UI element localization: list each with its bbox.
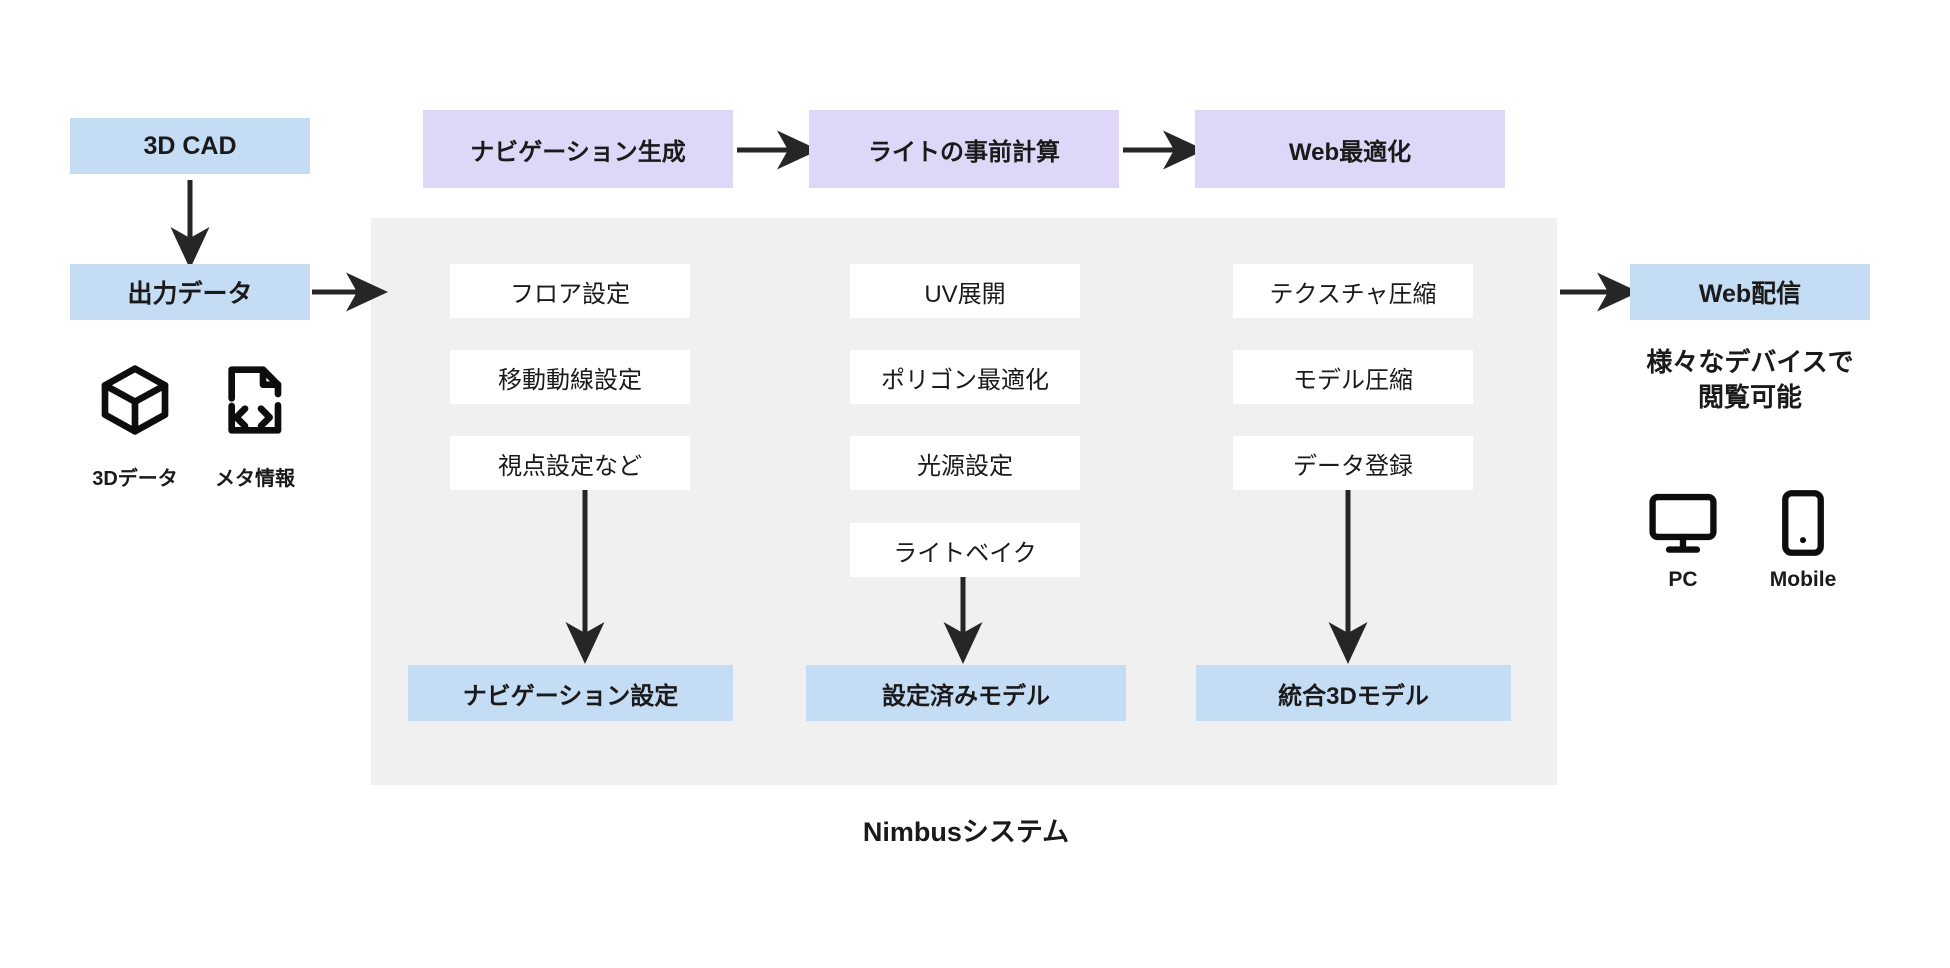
device-label-mobile: Mobile — [1769, 568, 1837, 591]
result-integrated-3d-model[interactable]: 統合3Dモデル — [1196, 665, 1511, 721]
box-3d-cad[interactable]: 3D CAD — [70, 118, 310, 174]
step-texture-compression[interactable]: テクスチャ圧縮 — [1233, 264, 1473, 318]
cube-icon — [95, 360, 175, 445]
box-output-data[interactable]: 出力データ — [70, 264, 310, 320]
asset-label-3d-data: 3Dデータ — [92, 468, 178, 490]
delivery-note: 様々なデバイスで 閲覧可能 — [1600, 345, 1900, 415]
file-code-icon — [213, 360, 293, 445]
system-caption: Nimbusシステム — [862, 817, 1070, 847]
result-navigation-settings[interactable]: ナビゲーション設定 — [408, 665, 733, 721]
step-uv-unwrap[interactable]: UV展開 — [850, 264, 1080, 318]
step-viewpoint-setting[interactable]: 視点設定など — [450, 436, 690, 490]
delivery-note-line-2: 閲覧可能 — [1697, 382, 1802, 413]
device-label-pc: PC — [1668, 568, 1698, 591]
step-data-registration[interactable]: データ登録 — [1233, 436, 1473, 490]
step-polygon-optimization[interactable]: ポリゴン最適化 — [850, 350, 1080, 404]
step-model-compression[interactable]: モデル圧縮 — [1233, 350, 1473, 404]
top-step-light-precompute[interactable]: ライトの事前計算 — [809, 110, 1119, 188]
delivery-note-line-1: 様々なデバイスで — [1646, 347, 1854, 377]
step-floor-setting[interactable]: フロア設定 — [450, 264, 690, 318]
result-configured-model[interactable]: 設定済みモデル — [806, 665, 1126, 721]
top-step-web-optimization[interactable]: Web最適化 — [1195, 110, 1505, 188]
mobile-icon — [1765, 485, 1841, 566]
top-step-navigation-generation[interactable]: ナビゲーション生成 — [423, 110, 733, 188]
step-movement-line-setting[interactable]: 移動動線設定 — [450, 350, 690, 404]
step-light-source-setting[interactable]: 光源設定 — [850, 436, 1080, 490]
monitor-icon — [1645, 485, 1721, 566]
asset-label-meta: メタ情報 — [215, 468, 295, 490]
step-light-bake[interactable]: ライトベイク — [850, 523, 1080, 577]
box-web-delivery[interactable]: Web配信 — [1630, 264, 1870, 320]
